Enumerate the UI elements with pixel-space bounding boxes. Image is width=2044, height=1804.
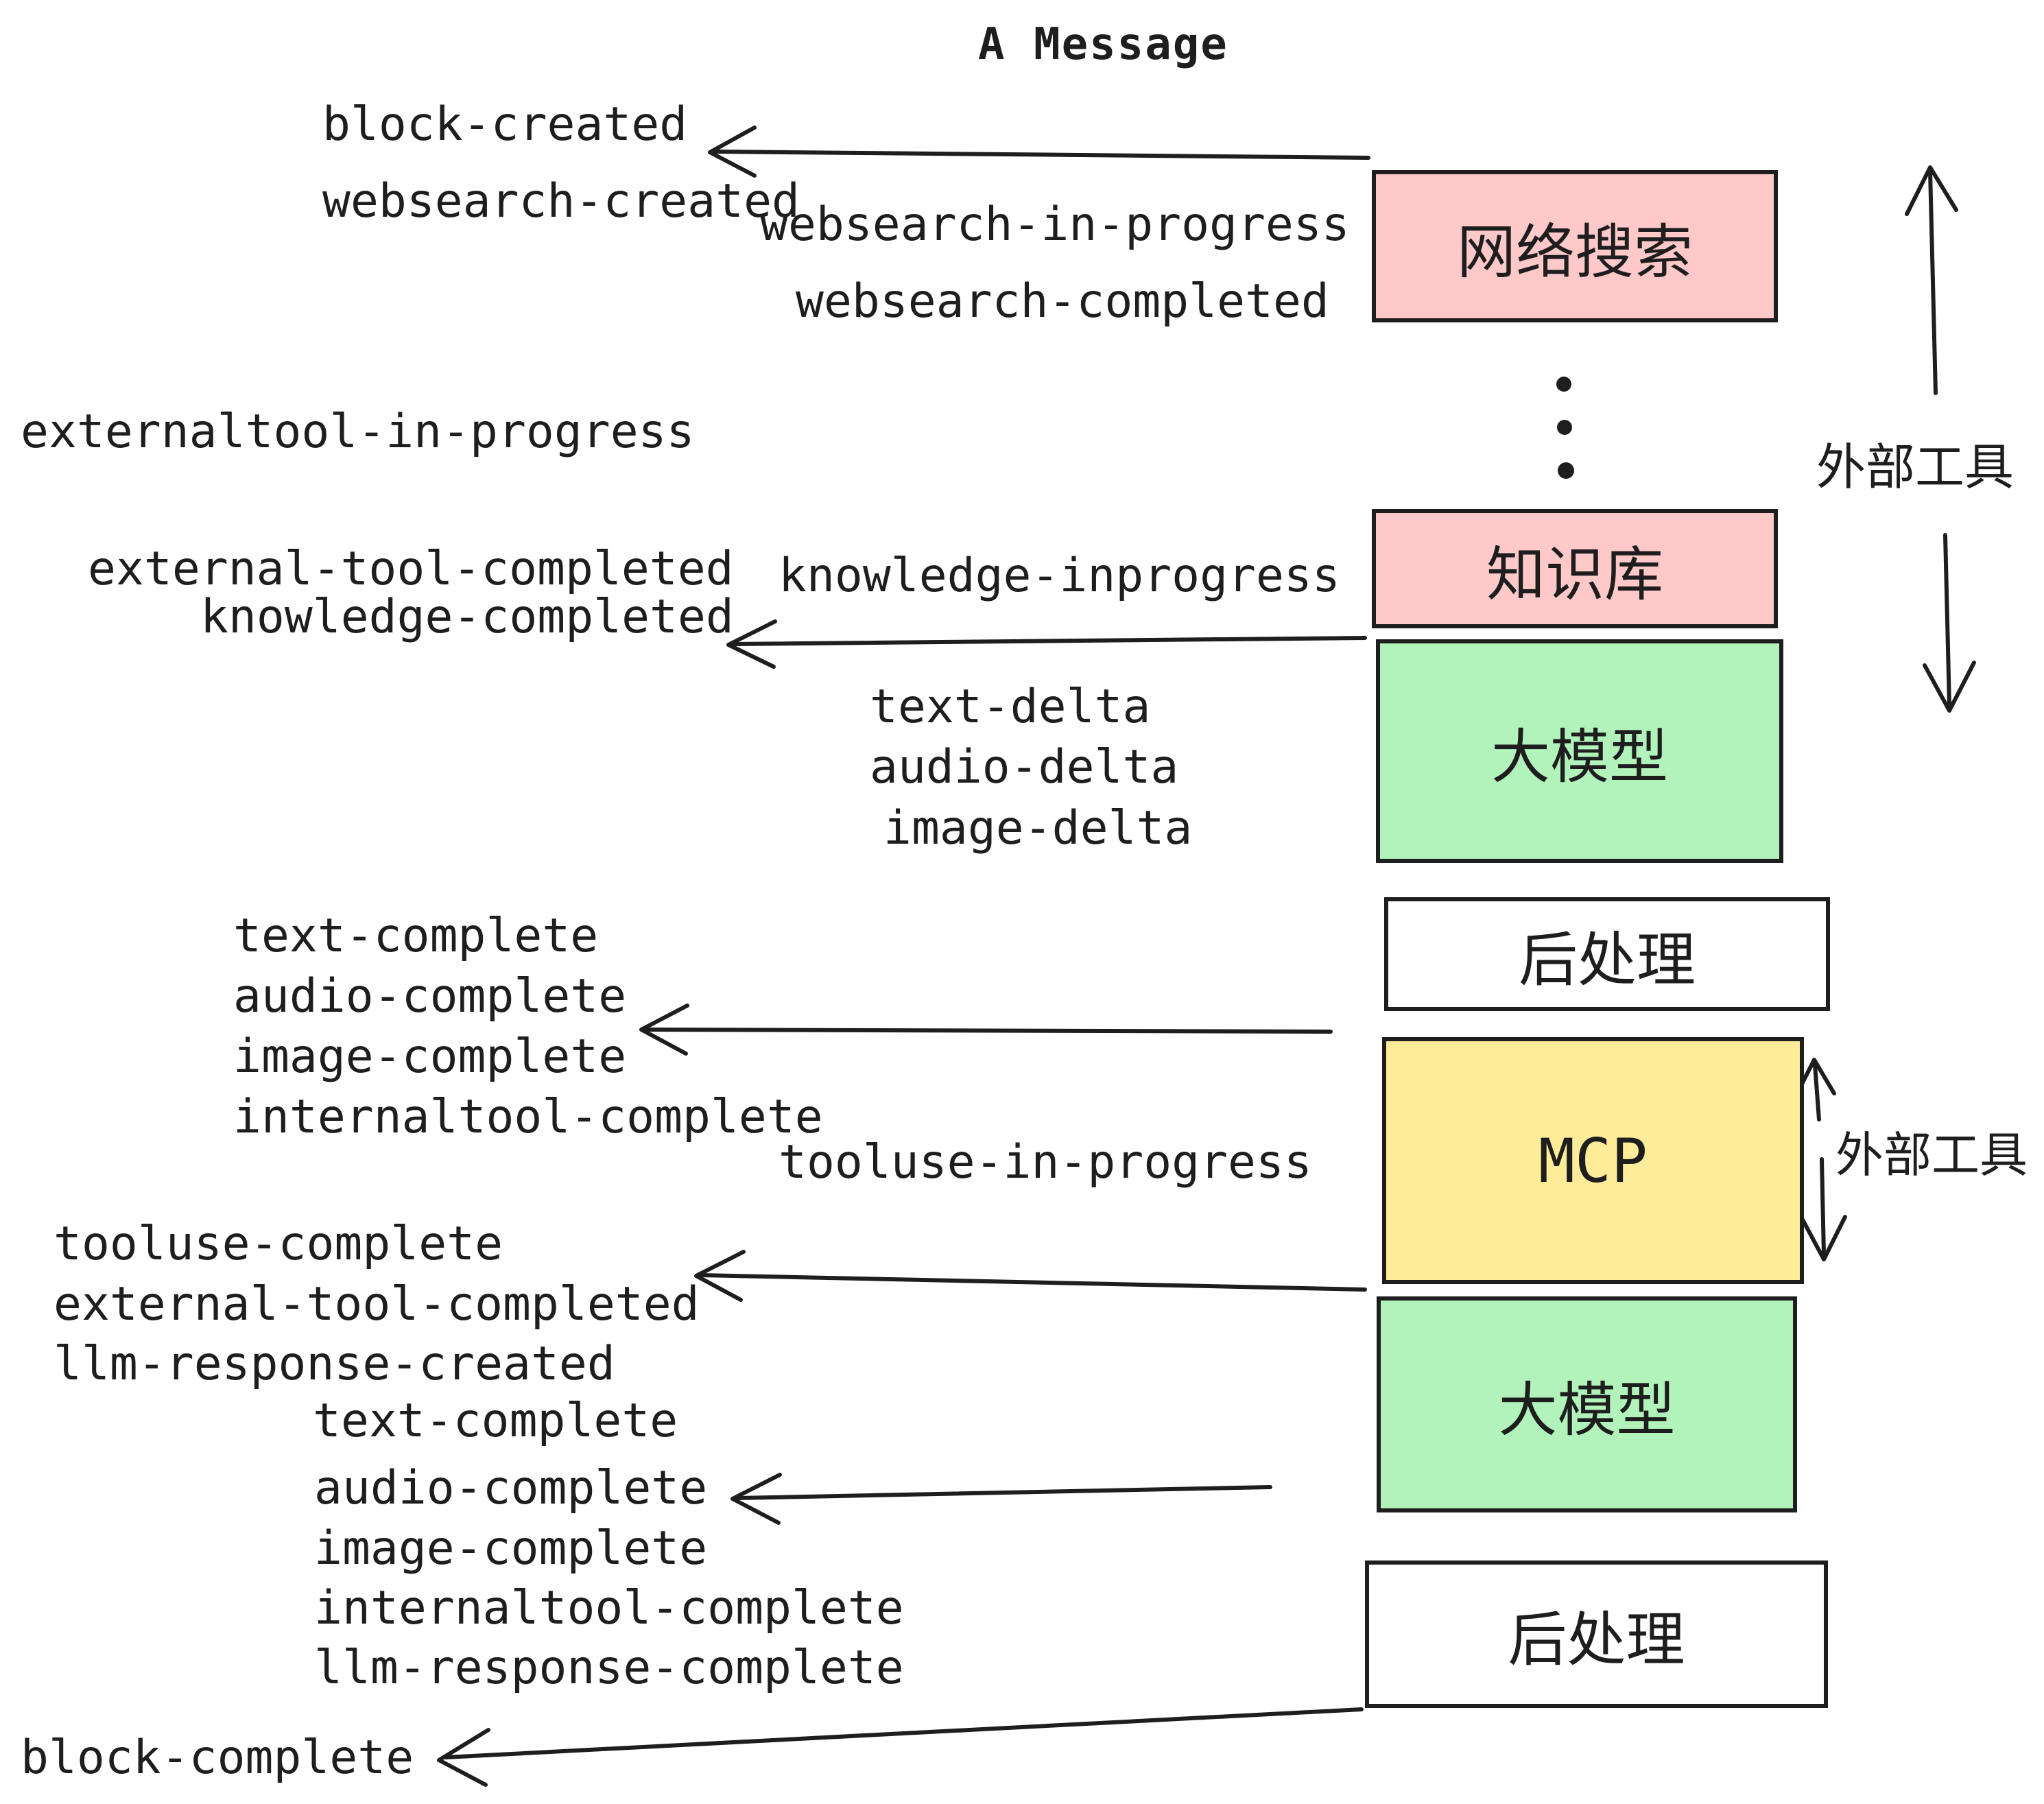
event-block-created: block-created	[322, 97, 688, 152]
event-internaltool-complete-1: internaltool-complete	[233, 1090, 823, 1144]
mcp-box: MCP	[1382, 1037, 1804, 1284]
diagram-title: A Message	[978, 19, 1228, 70]
external-tools-label-mid: 外部工具	[1835, 1127, 2028, 1183]
external-tools-down-arrow-top	[1923, 533, 1976, 713]
postprocess-box-2: 后处理	[1365, 1560, 1828, 1708]
event-websearch-created: websearch-created	[322, 174, 800, 228]
event-audio-complete-1: audio-complete	[233, 969, 627, 1023]
event-text-complete-2: text-complete	[313, 1394, 678, 1448]
event-tooluse-complete: tooluse-complete	[54, 1217, 503, 1271]
event-knowledge-completed: knowledge-completed	[200, 590, 734, 644]
event-internaltool-complete-2: internaltool-complete	[314, 1581, 904, 1635]
external-tools-up-arrow-top	[1905, 165, 1958, 395]
arrow-image-complete	[639, 1004, 1333, 1056]
event-external-tool-completed-1: external-tool-completed	[88, 542, 734, 596]
arrow-knowledge-completed	[726, 619, 1367, 669]
event-knowledge-inprogress: knowledge-inprogress	[779, 549, 1340, 603]
event-tooluse-in-progress: tooluse-in-progress	[779, 1135, 1312, 1189]
ellipsis-dots	[1556, 377, 1574, 479]
arrow-audio-complete	[730, 1473, 1272, 1525]
postprocess-box-1: 后处理	[1384, 897, 1830, 1011]
arrow-block-complete	[437, 1707, 1364, 1787]
event-text-complete-1: text-complete	[233, 909, 599, 963]
knowledge-base-box: 知识库	[1372, 509, 1778, 628]
event-websearch-in-progress: websearch-in-progress	[760, 198, 1350, 252]
event-llm-response-complete: llm-response-complete	[314, 1641, 904, 1695]
arrow-tooluse-complete	[694, 1250, 1367, 1302]
arrow-block-created	[708, 126, 1370, 178]
event-image-complete-2: image-complete	[314, 1521, 708, 1576]
event-audio-delta-1: audio-delta	[870, 740, 1179, 794]
event-audio-complete-2: audio-complete	[314, 1461, 708, 1515]
event-externaltool-in-progress: externaltool-in-progress	[21, 405, 695, 459]
event-text-delta-1: text-delta	[870, 680, 1151, 734]
event-image-delta-1: image-delta	[883, 801, 1193, 855]
websearch-box: 网络搜索	[1372, 170, 1778, 322]
event-llm-response-created: llm-response-created	[54, 1337, 615, 1391]
llm-box-1: 大模型	[1376, 639, 1783, 863]
event-block-complete: block-complete	[21, 1731, 414, 1785]
event-external-tool-completed-2: external-tool-completed	[54, 1277, 700, 1331]
external-tools-down-arrow-mid	[1801, 1157, 1847, 1261]
event-websearch-completed: websearch-completed	[796, 274, 1329, 329]
external-tools-label-top: 外部工具	[1816, 438, 2015, 496]
llm-box-2: 大模型	[1377, 1296, 1797, 1512]
event-image-complete-1: image-complete	[233, 1030, 627, 1084]
